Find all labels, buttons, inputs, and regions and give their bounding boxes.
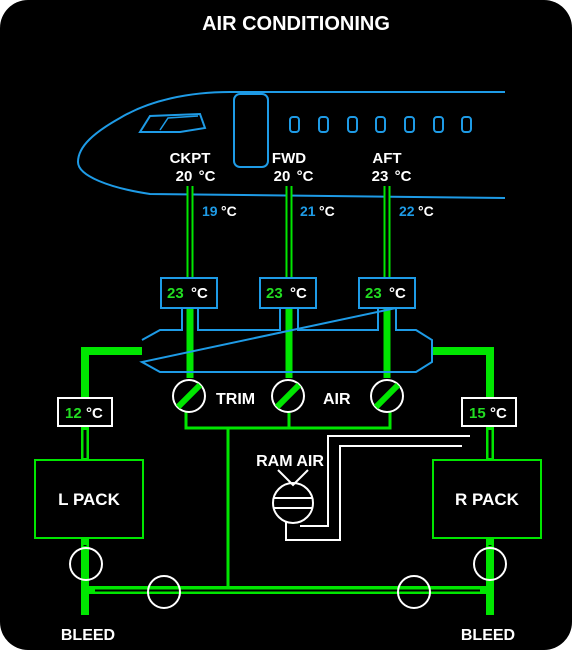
zone-temp-fwd: 20	[274, 168, 291, 185]
zone-temp-fwd-unit: °C	[297, 168, 314, 185]
zone-label-fwd: FWD	[272, 150, 306, 167]
zone-label-ckpt: CKPT	[170, 150, 211, 167]
duct-temp-fwd: 21	[300, 203, 316, 219]
duct-temp-ckpt-unit: °C	[221, 203, 237, 219]
svg-text:23: 23	[365, 285, 382, 302]
trim-air-label-1: TRIM	[216, 391, 255, 408]
svg-text:°C: °C	[290, 285, 307, 302]
svg-text:15: 15	[469, 405, 486, 422]
trim-air-label-2: AIR	[323, 391, 351, 408]
mixing-manifold	[139, 306, 433, 373]
pack-outlet-temp-right: 15 °C	[461, 397, 517, 427]
svg-text:°C: °C	[389, 285, 406, 302]
duct-temp-aft: 22	[399, 203, 415, 219]
bleed-label-right: BLEED	[461, 627, 515, 644]
svg-text:23: 23	[167, 285, 184, 302]
trim-valve-fwd[interactable]	[271, 379, 305, 413]
zone-temp-aft: 23	[372, 168, 389, 185]
duct-temp-fwd-unit: °C	[319, 203, 335, 219]
bleed-label-left: BLEED	[61, 627, 115, 644]
ram-air-label: RAM AIR	[256, 453, 324, 470]
crossbleed-valve-left[interactable]	[147, 575, 181, 609]
air-flow-lines	[81, 186, 494, 615]
pack-valve-right[interactable]	[473, 547, 507, 581]
zone-label-aft: AFT	[372, 150, 401, 167]
svg-text:23: 23	[266, 285, 283, 302]
aircraft-fuselage-icon	[76, 91, 506, 199]
svg-text:°C: °C	[490, 405, 507, 422]
crossbleed-valve-right[interactable]	[397, 575, 431, 609]
duct-temp-aft-unit: °C	[418, 203, 434, 219]
svg-text:°C: °C	[86, 405, 103, 422]
supply-temp-box-fwd: 23 °C	[259, 277, 317, 309]
duct-temp-ckpt: 19	[202, 203, 218, 219]
right-pack[interactable]: R PACK	[432, 459, 542, 539]
left-pack-label: L PACK	[58, 490, 120, 509]
zone-temp-aft-unit: °C	[395, 168, 412, 185]
trim-valve-ckpt[interactable]	[172, 379, 206, 413]
page-title: AIR CONDITIONING	[202, 13, 390, 35]
cabin-windows	[289, 116, 472, 133]
trim-valve-aft[interactable]	[370, 379, 404, 413]
right-pack-label: R PACK	[455, 490, 520, 509]
supply-temp-box-aft: 23 °C	[358, 277, 416, 309]
svg-text:°C: °C	[191, 285, 208, 302]
ram-air-fan-icon	[272, 469, 314, 524]
svg-text:12: 12	[65, 405, 82, 422]
ram-air-ducts	[285, 435, 470, 541]
left-pack[interactable]: L PACK	[34, 459, 144, 539]
pack-outlet-temp-left: 12 °C	[57, 397, 113, 427]
zone-temp-ckpt-unit: °C	[199, 168, 216, 185]
supply-temp-box-ckpt: 23 °C	[160, 277, 218, 309]
zone-temp-ckpt: 20	[176, 168, 193, 185]
pack-valve-left[interactable]	[69, 547, 103, 581]
